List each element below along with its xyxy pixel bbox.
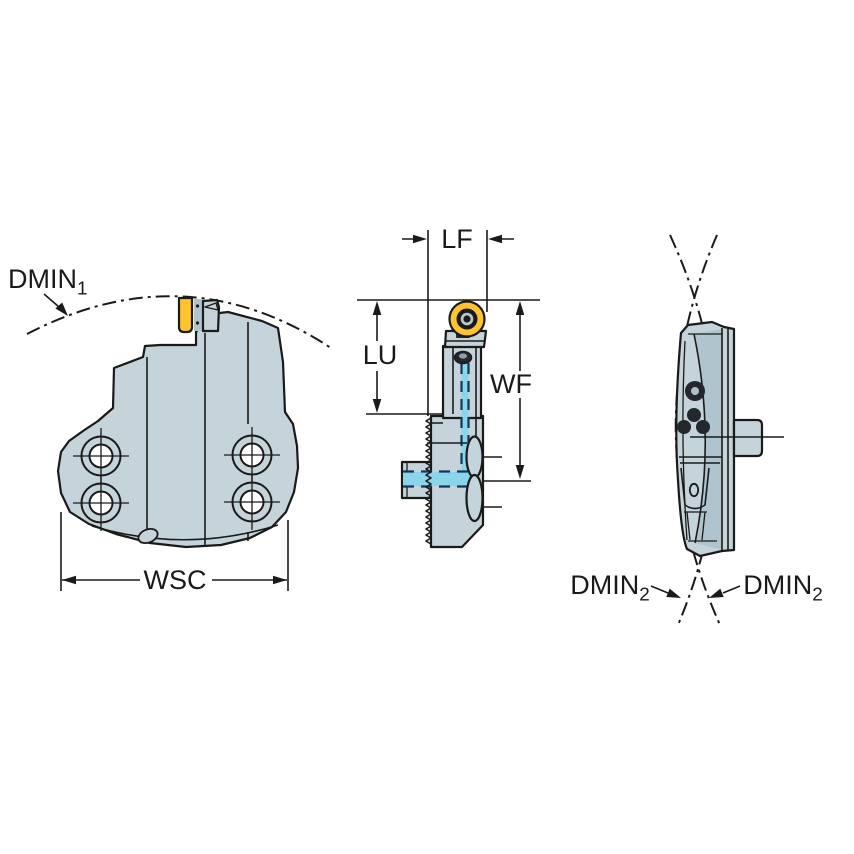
wsc-dimension xyxy=(60,512,289,591)
front-view xyxy=(26,293,332,591)
dmin2-label-right: DMIN2 xyxy=(743,570,823,604)
front-bottom-oval xyxy=(137,528,159,544)
dmin2-label-left: DMIN2 xyxy=(570,570,650,604)
bolt-hole xyxy=(224,474,280,530)
dmin2-left-text: DMIN xyxy=(570,570,640,601)
dmin1-label-subscript: 1 xyxy=(77,278,88,300)
bolt-hole xyxy=(224,427,280,483)
lf-label-text: LF xyxy=(441,224,473,255)
insert-side xyxy=(448,300,486,338)
lf-dimension xyxy=(402,230,514,416)
profile-stub xyxy=(732,418,764,458)
clamp-screw xyxy=(453,350,473,365)
lu-label-text: LU xyxy=(362,340,398,371)
profile-detail-lines xyxy=(679,328,729,551)
dmin2-leader-arrow-right xyxy=(709,585,741,598)
wf-label-text: WF xyxy=(490,369,532,400)
insert-clamp-front xyxy=(194,298,221,333)
dmin1-label-text: DMIN xyxy=(8,264,77,294)
profile-facet-shade xyxy=(694,329,722,550)
side-cross-bore xyxy=(465,435,484,523)
wf-dimension xyxy=(515,301,525,479)
wsc-label-text: WSC xyxy=(143,565,207,596)
profile-view xyxy=(650,234,784,626)
dmin1-leader-arrow xyxy=(43,293,68,316)
wsc-label: WSC xyxy=(143,565,207,596)
side-view xyxy=(357,230,540,549)
front-facet-lines xyxy=(91,322,279,546)
lu-label: LU xyxy=(362,340,398,371)
insert-front xyxy=(177,296,194,334)
side-detail-lines xyxy=(427,347,531,508)
lf-label: LF xyxy=(441,224,473,255)
bolt-hole xyxy=(73,475,129,531)
dmin2-leader-arrow-left xyxy=(650,585,681,598)
profile-screw-holes xyxy=(677,381,710,498)
wf-label: WF xyxy=(490,369,532,400)
dmin2-right-text: DMIN xyxy=(743,570,813,601)
lu-dimension xyxy=(372,301,382,413)
dmin1-label: DMIN1 xyxy=(8,264,88,298)
dmin1-arc xyxy=(26,295,332,349)
dmin2-left-subscript: 2 xyxy=(639,584,650,606)
serrated-face xyxy=(425,417,432,545)
dmin2-right-subscript: 2 xyxy=(812,584,823,606)
